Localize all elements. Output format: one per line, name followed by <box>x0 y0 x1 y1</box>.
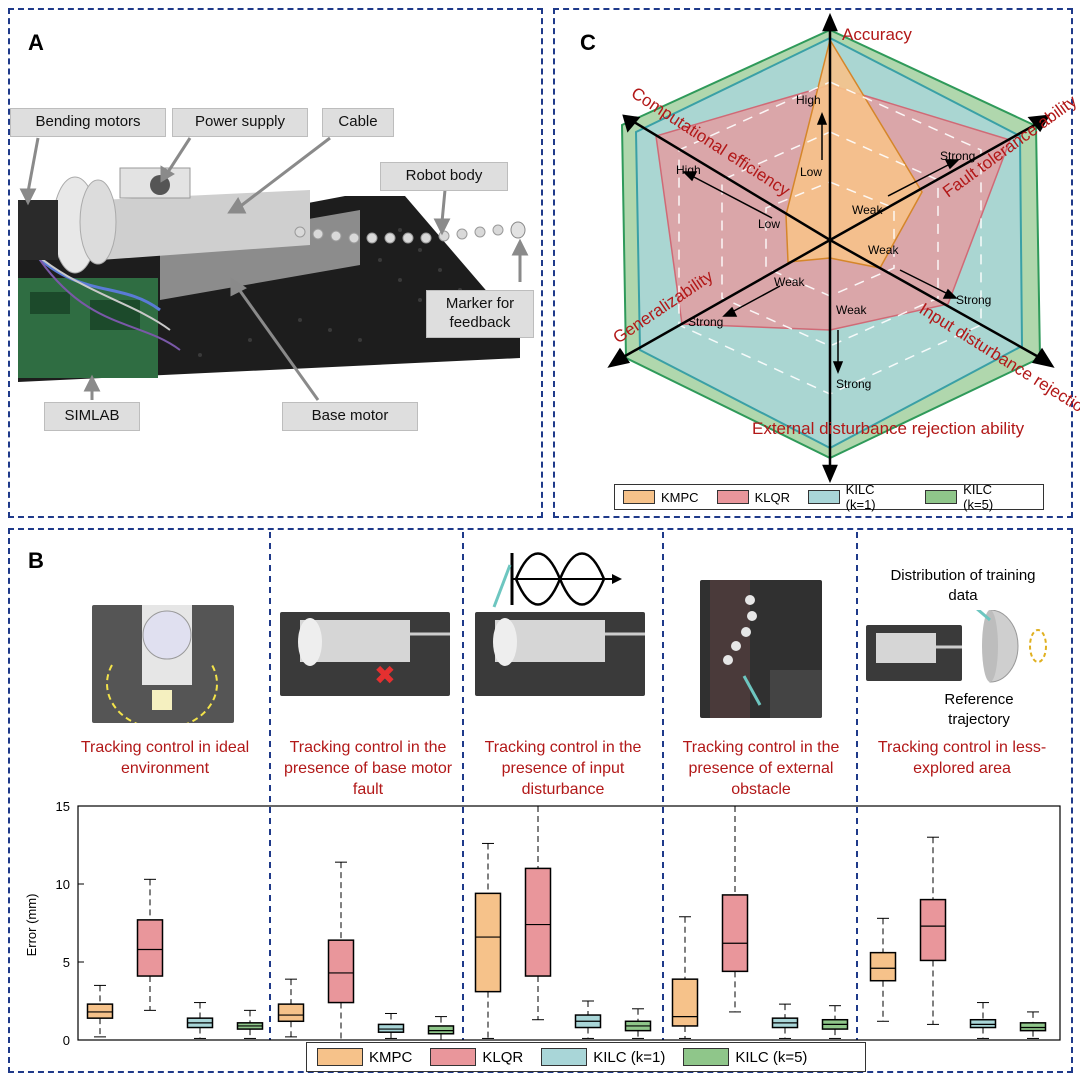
label-high-comp: High <box>676 163 701 177</box>
box-3-2 <box>771 1003 799 1039</box>
panel-a <box>8 8 543 518</box>
caption-ideal: Tracking control in ideal environment <box>80 739 250 777</box>
box-2-0 <box>474 842 502 1039</box>
box-4-0 <box>869 917 897 1022</box>
box-iqr <box>869 951 897 982</box>
caption-less-explored: Tracking control in less-explored area <box>877 739 1047 777</box>
box-2-3 <box>624 1008 652 1039</box>
thumb-less-explored <box>866 625 962 681</box>
svg-text:✖: ✖ <box>374 661 396 691</box>
legend-kilc1: KILC (k=1) <box>807 482 908 512</box>
box-iqr <box>524 867 552 977</box>
boxplot-legend: KMPC KLQR KILC (k=1) KILC (k=5) <box>306 1042 866 1072</box>
box-iqr <box>474 892 502 993</box>
callout-base-motor: Base motor <box>282 402 418 431</box>
box-iqr <box>427 1025 455 1035</box>
caption-input-disturbance: Tracking control in the presence of inpu… <box>484 739 642 798</box>
label-weak-general: Weak <box>774 275 805 289</box>
legend-klqr: KLQR <box>716 490 790 505</box>
box-3-3 <box>821 1005 849 1039</box>
box-iqr <box>919 898 947 962</box>
legend-kilc5: KILC (k=5) <box>925 482 1025 512</box>
thumb-ideal <box>92 605 234 723</box>
callout-marker: Marker for feedback <box>426 290 534 338</box>
label-weak-fault: Weak <box>852 203 883 217</box>
callout-power-supply: Power supply <box>172 108 308 137</box>
box-iqr <box>277 1003 305 1023</box>
box-1-2 <box>377 1012 405 1039</box>
panel-c-label: C <box>580 30 596 55</box>
box-iqr <box>136 919 164 977</box>
label-strong-input: Strong <box>956 293 991 307</box>
y-tick-label: 10 <box>56 877 70 892</box>
label-weak-input: Weak <box>868 243 899 257</box>
box-1-1 <box>327 861 355 1041</box>
label-low-accuracy: Low <box>800 165 822 179</box>
box-2-1 <box>524 805 552 1021</box>
plot-frame <box>77 805 1061 1041</box>
box-4-2 <box>969 1002 997 1039</box>
label-strong-external: Strong <box>836 377 871 391</box>
legend-box-kilc1: KILC (k=1) <box>541 1048 665 1066</box>
box-0-2 <box>186 1002 214 1039</box>
callout-simlab: SIMLAB <box>44 402 140 431</box>
box-1-0 <box>277 978 305 1038</box>
callout-robot-body: Robot body <box>380 162 508 191</box>
panel-c <box>553 8 1073 518</box>
legend-box-klqr: KLQR <box>430 1048 523 1066</box>
box-0-1 <box>136 878 164 1011</box>
label-weak-external: Weak <box>836 303 867 317</box>
box-0-3 <box>236 1009 264 1039</box>
radar-legend: KMPC KLQR KILC (k=1) KILC (k=5) <box>614 482 1044 512</box>
axis-external: External disturbance rejection ability <box>752 419 1025 438</box>
y-tick-label: 5 <box>63 955 70 970</box>
training-distribution-icon <box>976 610 1047 683</box>
legend-kmpc: KMPC <box>623 490 699 505</box>
y-tick-label: 0 <box>63 1033 70 1048</box>
y-tick-label: 15 <box>56 799 70 814</box>
box-3-0 <box>671 916 699 1039</box>
box-iqr <box>327 939 355 1004</box>
caption-base-fault: Tracking control in the presence of base… <box>283 739 453 798</box>
annotation-distribution: Distribution of training data <box>890 567 1036 605</box>
box-iqr <box>969 1018 997 1029</box>
callout-bending-motors: Bending motors <box>10 108 166 137</box>
y-axis-label: Error (mm) <box>24 894 39 957</box>
box-1-3 <box>427 1016 455 1041</box>
box-iqr <box>721 894 749 973</box>
label-low-comp: Low <box>758 217 780 231</box>
label-strong-fault: Strong <box>940 149 975 163</box>
box-0-0 <box>86 984 114 1038</box>
thumb-input-disturbance <box>475 612 645 696</box>
annotation-reference: Reference trajectory <box>944 691 1014 729</box>
thumb-external-obstacle <box>700 580 822 718</box>
sine-wave-icon <box>492 552 622 608</box>
callout-cable: Cable <box>322 108 394 137</box>
box-2-2 <box>574 1000 602 1039</box>
thumb-base-fault: ✖ <box>280 612 450 696</box>
box-iqr <box>1019 1022 1047 1032</box>
panel-a-label: A <box>28 30 44 55</box>
legend-box-kilc5: KILC (k=5) <box>683 1048 807 1066</box>
box-iqr <box>86 1003 114 1019</box>
caption-external-obstacle: Tracking control in the presence of exte… <box>682 739 840 798</box>
box-3-1 <box>721 805 749 1013</box>
box-iqr <box>671 978 699 1027</box>
box-iqr <box>377 1023 405 1033</box>
box-4-3 <box>1019 1011 1047 1039</box>
axis-accuracy: Accuracy <box>842 25 912 44</box>
legend-box-kmpc: KMPC <box>317 1048 412 1066</box>
panel-b <box>8 528 1073 1073</box>
panel-b-label: B <box>28 548 44 573</box>
label-strong-general: Strong <box>688 315 723 329</box>
label-high-accuracy: High <box>796 93 821 107</box>
box-4-1 <box>919 836 947 1025</box>
